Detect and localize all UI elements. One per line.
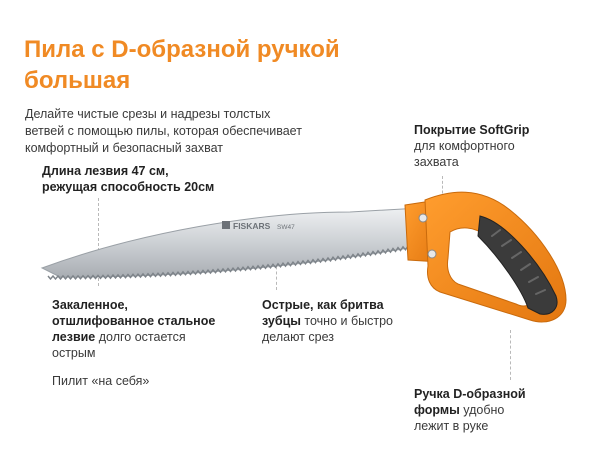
softgrip-line-2: для комфортного xyxy=(414,139,515,153)
softgrip-texture xyxy=(491,229,546,295)
leader-line-length xyxy=(98,198,99,286)
handle-line-3: лежит в руке xyxy=(414,419,489,433)
teeth-bold-2: зубцы xyxy=(262,314,301,328)
blade-length-line-2: режущая способность 20см xyxy=(42,180,215,194)
callout-blade-length: Длина лезвия 47 см, режущая способность … xyxy=(42,163,262,195)
callout-pull-stroke: Пилит «на себя» xyxy=(52,373,252,389)
leader-line-handle xyxy=(510,330,511,380)
intro-line-3: комфортный и безопасный захват xyxy=(25,141,223,155)
blade-bold-2: отшлифованное стальное xyxy=(52,314,216,328)
callout-hardened-blade: Закаленное, отшлифованное стальное лезви… xyxy=(52,297,252,361)
callout-softgrip: Покрытие SoftGrip для комфортного захват… xyxy=(414,122,584,170)
teeth-rest-2: точно и быстро xyxy=(300,314,393,328)
intro-line-2: ветвей с помощью пилы, которая обеспечив… xyxy=(25,124,302,138)
softgrip-line-3: захвата xyxy=(414,155,459,169)
blade-brand: FISKARS xyxy=(233,221,271,231)
handle-bold-2: формы xyxy=(414,403,460,417)
rivet-icon xyxy=(418,213,428,223)
fiskars-logo-icon xyxy=(222,221,230,229)
callout-d-handle: Ручка D-образной формы удобно лежит в ру… xyxy=(414,386,584,434)
saw-teeth xyxy=(47,244,412,281)
handle-rest-2: удобно xyxy=(459,403,505,417)
pull-stroke-text: Пилит «на себя» xyxy=(52,374,150,388)
page-title: Пила с D-образной ручкой большая xyxy=(24,34,424,96)
teeth-line-3: делают срез xyxy=(262,330,334,344)
blade-rest-3: долго остается xyxy=(95,330,186,344)
title-line-2: большая xyxy=(24,67,131,94)
blade-bold-1: Закаленное, xyxy=(52,298,128,312)
blade-length-line-1: Длина лезвия 47 см, xyxy=(42,164,169,178)
saw-softgrip xyxy=(477,215,558,315)
rivet-icon xyxy=(427,249,437,259)
leader-line-softgrip xyxy=(442,176,443,208)
teeth-bold-1: Острые, как бритва xyxy=(262,298,384,312)
blade-model: SW47 xyxy=(277,224,295,231)
blade-line-4: острым xyxy=(52,346,96,360)
handle-bold-1: Ручка D-образной xyxy=(414,387,526,401)
title-line-1: Пила с D-образной ручкой xyxy=(24,36,340,63)
saw-blade xyxy=(40,207,421,278)
blade-bold-3: лезвие xyxy=(52,330,96,344)
softgrip-title: Покрытие SoftGrip xyxy=(414,123,530,137)
callout-sharp-teeth: Острые, как бритва зубцы точно и быстро … xyxy=(262,297,432,345)
intro-line-1: Делайте чистые срезы и надрезы толстых xyxy=(25,107,271,121)
intro-text: Делайте чистые срезы и надрезы толстых в… xyxy=(25,106,325,157)
leader-line-teeth xyxy=(276,256,277,290)
